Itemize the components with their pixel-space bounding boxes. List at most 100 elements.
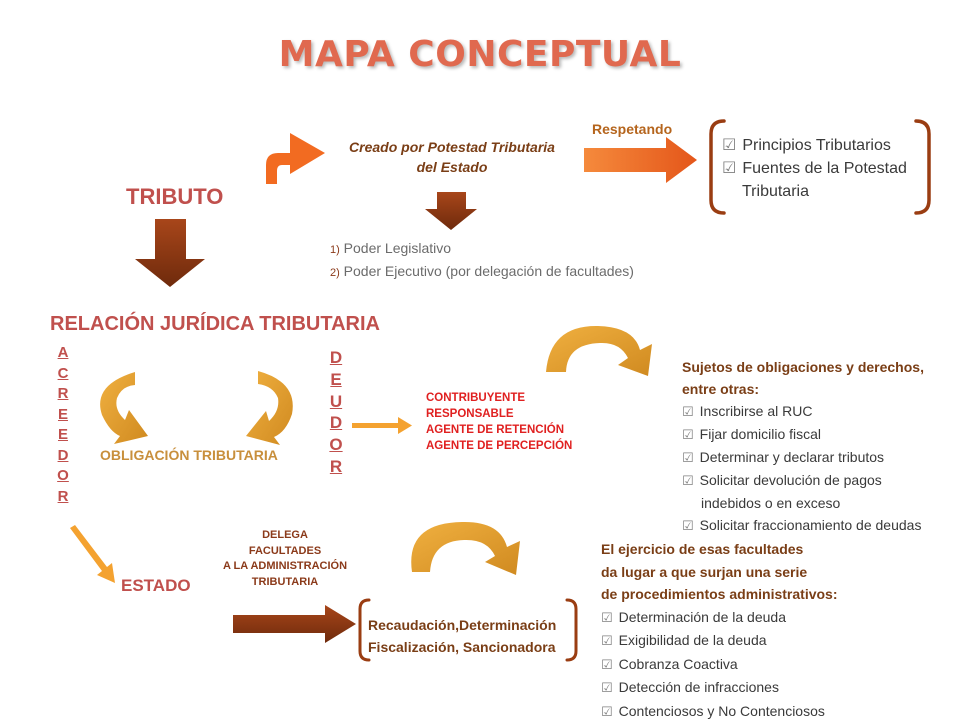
list-item: ☑ Solicitar devolución de pagos [682, 469, 958, 492]
letter: D [326, 412, 346, 434]
creado-line-2: del Estado [330, 157, 574, 177]
list-item-text: Cobranza Coactiva [619, 656, 738, 672]
list-number: 2) [330, 267, 340, 279]
list-item-text: Solicitar devolución de pagos [700, 472, 882, 488]
list-item-text: Determinar y declarar tributos [700, 449, 884, 465]
recaudacion-line: Recaudación,Determinación [368, 614, 578, 636]
poderes-list: 1) Poder Legislativo 2) Poder Ejecutivo … [330, 238, 634, 284]
list-item: AGENTE DE RETENCIÓN [426, 422, 572, 438]
list-item: 1) Poder Legislativo [330, 238, 634, 261]
letter: D [54, 446, 72, 467]
list-item-text: Principios Tributarios [742, 137, 891, 154]
letter: R [54, 384, 72, 405]
letter: O [326, 434, 346, 456]
list-heading: de procedimientos administrativos: [601, 583, 941, 606]
list-item: ☑ Contenciosos y No Contenciosos [601, 700, 941, 723]
checkbox-icon: ☑ [601, 633, 613, 648]
relacion-juridica-heading: RELACIÓN JURÍDICA TRIBUTARIA [50, 313, 380, 336]
list-item: ☑ Exigibilidad de la deuda [601, 629, 941, 653]
acreedor-vertical-label: A C R E E D O R [54, 343, 72, 507]
list-item-text: Poder Ejecutivo (por delegación de facul… [344, 263, 634, 279]
principios-list: ☑ Principios Tributarios ☑ Fuentes de la P… [722, 134, 932, 203]
contribuyentes-list: CONTRIBUYENTE RESPONSABLE AGENTE DE RETE… [426, 390, 572, 454]
creado-por-potestad: Creado por Potestad Tributaria del Estad… [330, 137, 574, 177]
estado-label: ESTADO [121, 576, 191, 596]
curved-arrow-sujetos [546, 326, 652, 376]
list-item: RESPONSABLE [426, 406, 572, 422]
deudor-vertical-label: D E U D O R [326, 347, 346, 478]
letter: R [326, 456, 346, 478]
list-item: ☑ Fijar domicilio fiscal [682, 423, 958, 446]
list-item-text: Exigibilidad de la deuda [619, 632, 767, 648]
list-item: 2) Poder Ejecutivo (por delegación de fa… [330, 261, 634, 284]
letter: A [54, 343, 72, 364]
list-heading: El ejercicio de esas facultades [601, 538, 941, 561]
list-item: CONTRIBUYENTE [426, 390, 572, 406]
list-item: ☑ Inscribirse al RUC [682, 400, 958, 423]
checkbox-icon: ☑ [682, 450, 694, 465]
curved-arrow-right [246, 371, 293, 445]
page-title: MAPA CONCEPTUAL [0, 34, 960, 75]
checkbox-icon: ☑ [682, 473, 694, 488]
list-item: ☑ Cobranza Coactiva [601, 653, 941, 677]
letter: R [54, 487, 72, 508]
list-item: ☑ Principios Tributarios [722, 134, 932, 157]
list-item: ☑ Detección de infracciones [601, 676, 941, 700]
list-heading: da lugar a que surjan una serie [601, 561, 941, 584]
letter: E [54, 405, 72, 426]
bent-arrow-up-right [240, 133, 325, 184]
letter: U [326, 391, 346, 413]
arrow-diagonal-estado [70, 525, 115, 583]
list-item: AGENTE DE PERCEPCIÓN [426, 438, 572, 454]
list-heading: Sujetos de obligaciones y derechos, [682, 356, 958, 378]
arrow-down-relacion [135, 219, 205, 287]
curved-arrow-left [100, 372, 148, 444]
checkbox-icon: ☑ [682, 518, 694, 533]
recaudacion-line: Fiscalización, Sancionadora [368, 636, 578, 658]
list-item: ☑ Determinar y declarar tributos [682, 446, 958, 469]
list-item-text: Poder Legislativo [344, 240, 451, 256]
delega-line: A LA ADMINISTRACIÓN [204, 559, 366, 575]
letter: D [326, 347, 346, 369]
checkbox-icon: ☑ [722, 160, 736, 177]
list-item-text: Contenciosos y No Contenciosos [619, 703, 825, 719]
delega-line: DELEGA [204, 528, 366, 544]
creado-line-1: Creado por Potestad Tributaria [330, 137, 574, 157]
delega-line: TRIBUTARIA [204, 575, 366, 591]
arrow-right-delega [233, 605, 356, 643]
list-number: 1) [330, 244, 340, 256]
list-item-continuation: indebidos o en exceso [682, 492, 958, 514]
letter: E [326, 369, 346, 391]
list-item-text: Solicitar fraccionamiento de deudas [700, 517, 922, 533]
tributo-label: TRIBUTO [126, 184, 223, 210]
sujetos-obligaciones-list: Sujetos de obligaciones y derechos, entr… [682, 356, 958, 537]
checkbox-icon: ☑ [682, 404, 694, 419]
checkbox-icon: ☑ [682, 427, 694, 442]
checkbox-icon: ☑ [601, 680, 613, 695]
delega-facultades-label: DELEGA FACULTADES A LA ADMINISTRACIÓN TR… [204, 528, 366, 590]
list-item: ☑ Determinación de la deuda [601, 606, 941, 630]
list-item: ☑ Solicitar fraccionamiento de deudas [682, 514, 958, 537]
checkbox-icon: ☑ [601, 610, 613, 625]
arrow-right-respetando [584, 137, 697, 183]
checkbox-icon: ☑ [722, 137, 736, 154]
respetando-label: Respetando [592, 121, 672, 137]
list-heading: entre otras: [682, 378, 958, 400]
list-item: ☑ Fuentes de la Potestad [722, 157, 932, 180]
list-item-text: Detección de infracciones [619, 679, 779, 695]
letter: O [54, 466, 72, 487]
list-item-text: Inscribirse al RUC [700, 403, 813, 419]
list-item-text: Determinación de la deuda [619, 609, 786, 625]
delega-line: FACULTADES [204, 544, 366, 560]
checkbox-icon: ☑ [601, 704, 613, 719]
list-item-text: Fijar domicilio fiscal [700, 426, 821, 442]
obligacion-tributaria-label: OBLIGACIÓN TRIBUTARIA [100, 447, 278, 463]
letter: E [54, 425, 72, 446]
checkbox-icon: ☑ [601, 657, 613, 672]
letter: C [54, 364, 72, 385]
arrow-right-deudor [352, 417, 412, 434]
recaudacion-box: Recaudación,Determinación Fiscalización,… [368, 614, 578, 658]
arrow-down-poderes [425, 192, 477, 230]
list-item-continuation: Tributaria [722, 180, 932, 203]
list-item-text: Fuentes de la Potestad [742, 160, 907, 177]
